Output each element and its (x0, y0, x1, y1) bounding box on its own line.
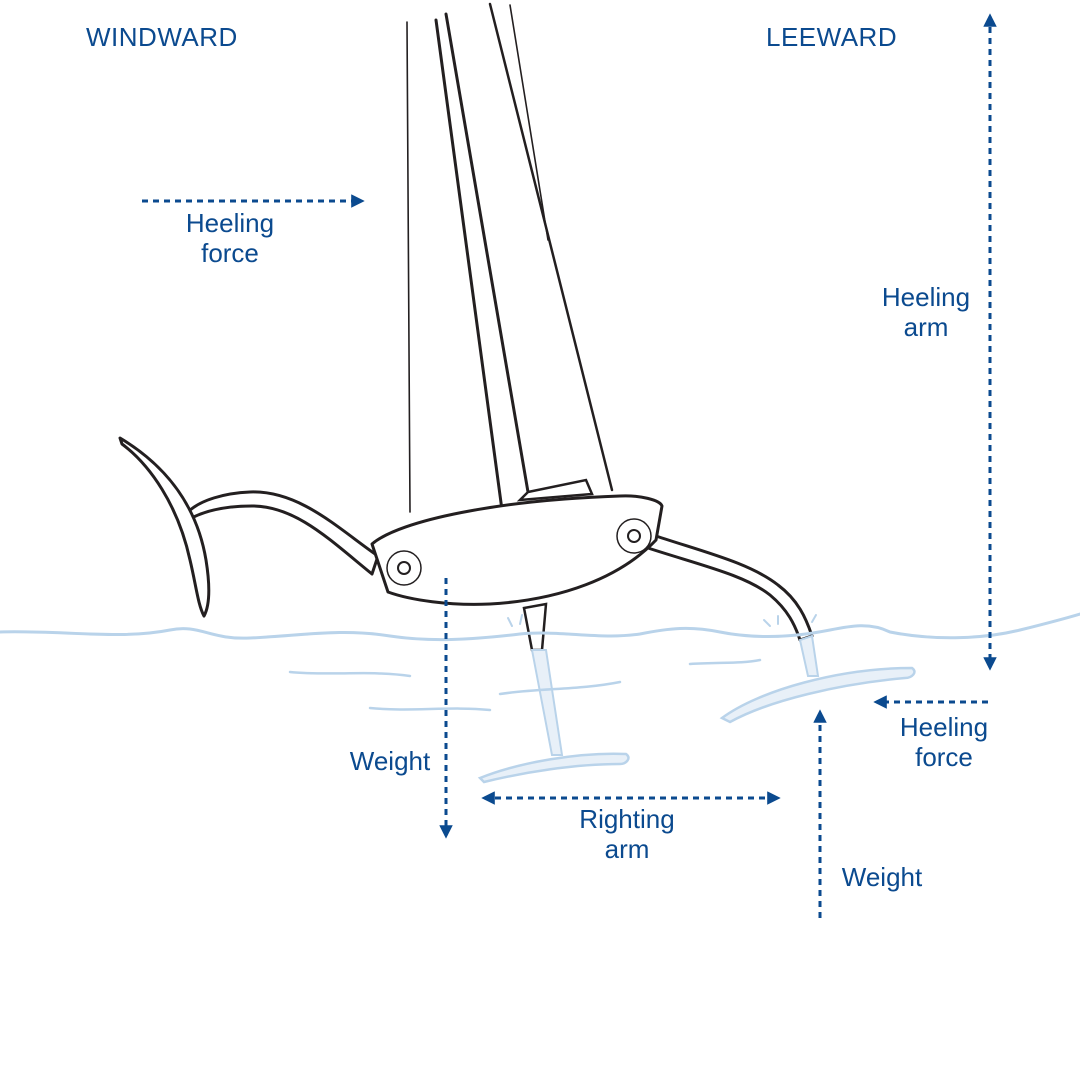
splash (763, 614, 817, 627)
force-arrows (142, 13, 997, 918)
rudder-strut (530, 649, 564, 756)
rudder-wing (477, 752, 630, 784)
wave-line (288, 670, 412, 678)
mast-line-left (434, 18, 504, 512)
leeward-label: LEEWARD (766, 22, 898, 52)
windward-foil (118, 436, 380, 618)
label-line: Righting (579, 804, 675, 834)
leeward-foil (646, 534, 916, 724)
mast-base (516, 478, 594, 502)
righting-arm-label: Righting arm (562, 804, 692, 864)
windward-foil-arm (186, 490, 380, 576)
windward-pivot-center (397, 561, 411, 575)
rudder (477, 602, 630, 784)
mast-line-right (488, 2, 614, 492)
rudder-stock (522, 602, 548, 652)
windward-foil-wing (118, 436, 211, 618)
weight-label-right: Weight (841, 862, 923, 892)
hull-body (370, 494, 664, 606)
leeward-foil-wing (719, 666, 916, 724)
mast-line-center (444, 12, 530, 494)
leeward-pivot-center (627, 529, 641, 543)
windward-label: WINDWARD (86, 22, 238, 52)
label-line: Heeling (881, 282, 971, 312)
label-line: Heeling (185, 208, 275, 238)
leeward-foil-arm (646, 534, 814, 642)
heeling-arm-label: Heeling arm (866, 282, 986, 342)
hull (370, 494, 664, 606)
heeling-force-label-top: Heeling force (170, 208, 290, 268)
rig-line (509, 4, 549, 241)
leeward-strut (798, 634, 820, 677)
wave-line (368, 706, 492, 712)
heeling-force-label-right: Heeling force (884, 712, 1004, 772)
label-line: Heeling (899, 712, 989, 742)
shroud-line (406, 21, 411, 513)
water (0, 612, 1080, 712)
label-line: force (915, 742, 973, 772)
label-line: arm (604, 834, 650, 864)
weight-label-left: Weight (349, 746, 431, 776)
rigging (406, 2, 614, 513)
splash (507, 614, 523, 627)
water-surface (0, 612, 1080, 642)
wave-line (498, 680, 622, 696)
label-line: arm (903, 312, 949, 342)
label-line: force (201, 238, 259, 268)
wave-line (688, 658, 762, 666)
